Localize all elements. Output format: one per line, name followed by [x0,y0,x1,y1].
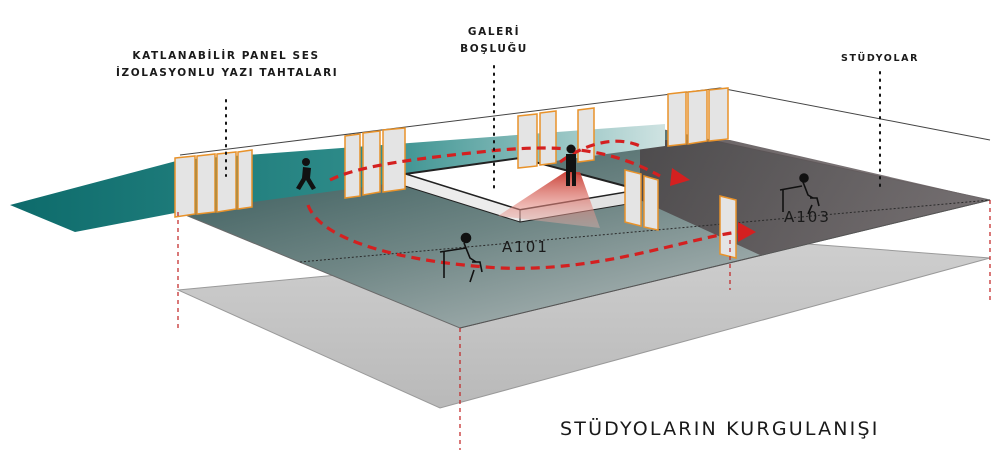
seated-person-desk-icon-2 [779,173,820,215]
label-leader-lines [225,65,881,191]
diagram-title: STÜDYOLARIN KURGULANIŞI [560,418,880,440]
room-divider-line [299,199,991,263]
circulation-arrows [306,139,739,270]
seated-person-desk-icon [439,232,483,283]
label-studios: STÜDYOLAR [841,53,919,64]
room-label-a101: A101 [502,238,549,256]
label-folding-panels-line2: İZOLASYONLU YAZI TAHTALARI [116,67,339,79]
label-folding-panels-line1: KATLANABİLİR PANEL SES [132,50,320,62]
arrow-head-a103 [670,168,690,186]
label-gallery-void: GALERİ BOŞLUĞU [448,24,540,58]
arrow-head-a101 [738,222,756,242]
label-gallery-line2: BOŞLUĞU [460,43,528,55]
folding-panels-gallery [517,107,595,169]
folding-panels-center [344,127,406,199]
walking-person-icon [296,158,316,190]
label-gallery-line1: GALERİ [467,26,521,38]
standing-person-icon [566,144,576,186]
label-folding-panels: KATLANABİLİR PANEL SES İZOLASYONLU YAZI … [116,48,339,82]
folding-panels-studio [624,169,737,259]
vertical-guide-lines [177,200,991,450]
room-label-a103: A103 [784,208,831,226]
folding-panels-right [667,87,729,147]
folding-panels-left [174,149,253,218]
